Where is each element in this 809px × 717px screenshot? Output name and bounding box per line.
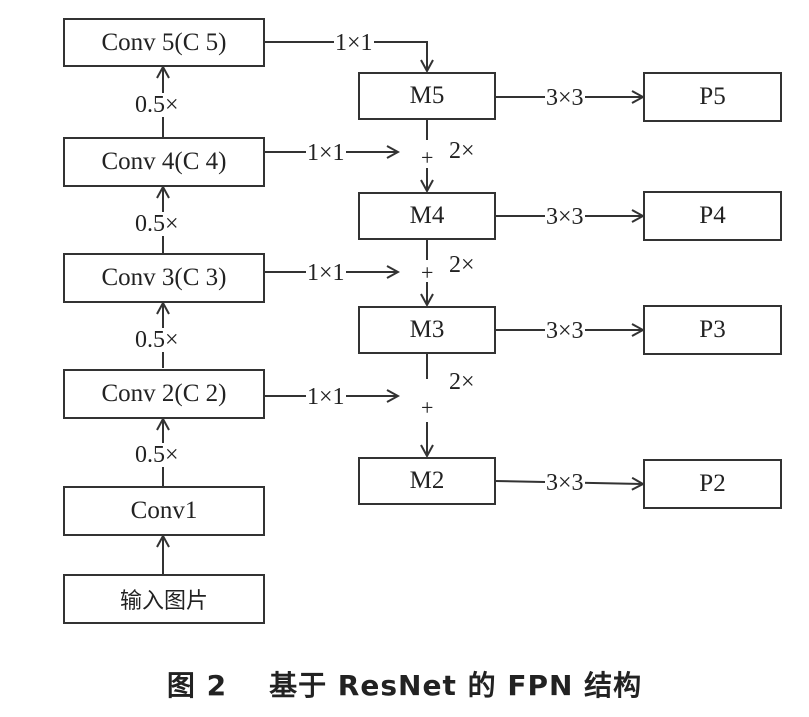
conv2-box: Conv 2(C 2): [63, 369, 265, 419]
m4-box: M4: [358, 192, 496, 240]
p3-box: P3: [643, 305, 782, 355]
downsample-label-5: 0.5×: [134, 92, 180, 118]
downsample-label-3: 0.5×: [134, 327, 180, 353]
smooth-label-p4: 3×3: [545, 204, 585, 230]
m5-label: M5: [409, 82, 445, 109]
add-symbol-2: +: [421, 395, 434, 420]
p4-label: P4: [699, 202, 726, 229]
add-symbol-3: +: [421, 260, 434, 285]
conv3-box: Conv 3(C 3): [63, 253, 265, 303]
m2-label: M2: [409, 467, 445, 494]
m3-box: M3: [358, 306, 496, 354]
upsample-label-3: 2×: [448, 252, 476, 278]
m3-label: M3: [409, 316, 445, 343]
smooth-label-p5: 3×3: [545, 85, 585, 111]
p2-box: P2: [643, 459, 782, 509]
smooth-label-p2: 3×3: [545, 470, 585, 496]
lateral-label-c5: 1×1: [334, 30, 374, 56]
p2-label: P2: [699, 470, 726, 497]
conv4-label: Conv 4(C 4): [101, 148, 227, 175]
lateral-c5-m5: [265, 41, 427, 71]
conv2-label: Conv 2(C 2): [101, 380, 227, 407]
figure-title: 基于 ResNet 的 FPN 结构: [269, 669, 643, 702]
figure-number: 图 2: [166, 669, 228, 702]
input-image-box: 输入图片: [63, 574, 265, 624]
downsample-label-2: 0.5×: [134, 442, 180, 468]
conv1-box: Conv1: [63, 486, 265, 536]
p5-label: P5: [699, 83, 726, 110]
m5-box: M5: [358, 72, 496, 120]
figure-caption: 图 2 基于 ResNet 的 FPN 结构: [0, 664, 809, 704]
conv1-label: Conv1: [130, 497, 198, 524]
add-symbol-4: +: [421, 145, 434, 170]
p5-box: P5: [643, 72, 782, 122]
downsample-label-4: 0.5×: [134, 211, 180, 237]
lateral-label-c3: 1×1: [306, 260, 346, 286]
p3-label: P3: [699, 316, 726, 343]
smooth-label-p3: 3×3: [545, 318, 585, 344]
lateral-label-c2: 1×1: [306, 384, 346, 410]
input-image-label: 输入图片: [119, 589, 208, 614]
upsample-label-2: 2×: [448, 369, 476, 395]
conv4-box: Conv 4(C 4): [63, 137, 265, 187]
conv5-box: Conv 5(C 5): [63, 18, 265, 67]
m2-box: M2: [358, 457, 496, 505]
lateral-label-c4: 1×1: [306, 140, 346, 166]
p4-box: P4: [643, 191, 782, 241]
m4-label: M4: [409, 202, 445, 229]
upsample-label-4: 2×: [448, 138, 476, 164]
conv3-label: Conv 3(C 3): [101, 264, 227, 291]
conv5-label: Conv 5(C 5): [101, 28, 227, 56]
